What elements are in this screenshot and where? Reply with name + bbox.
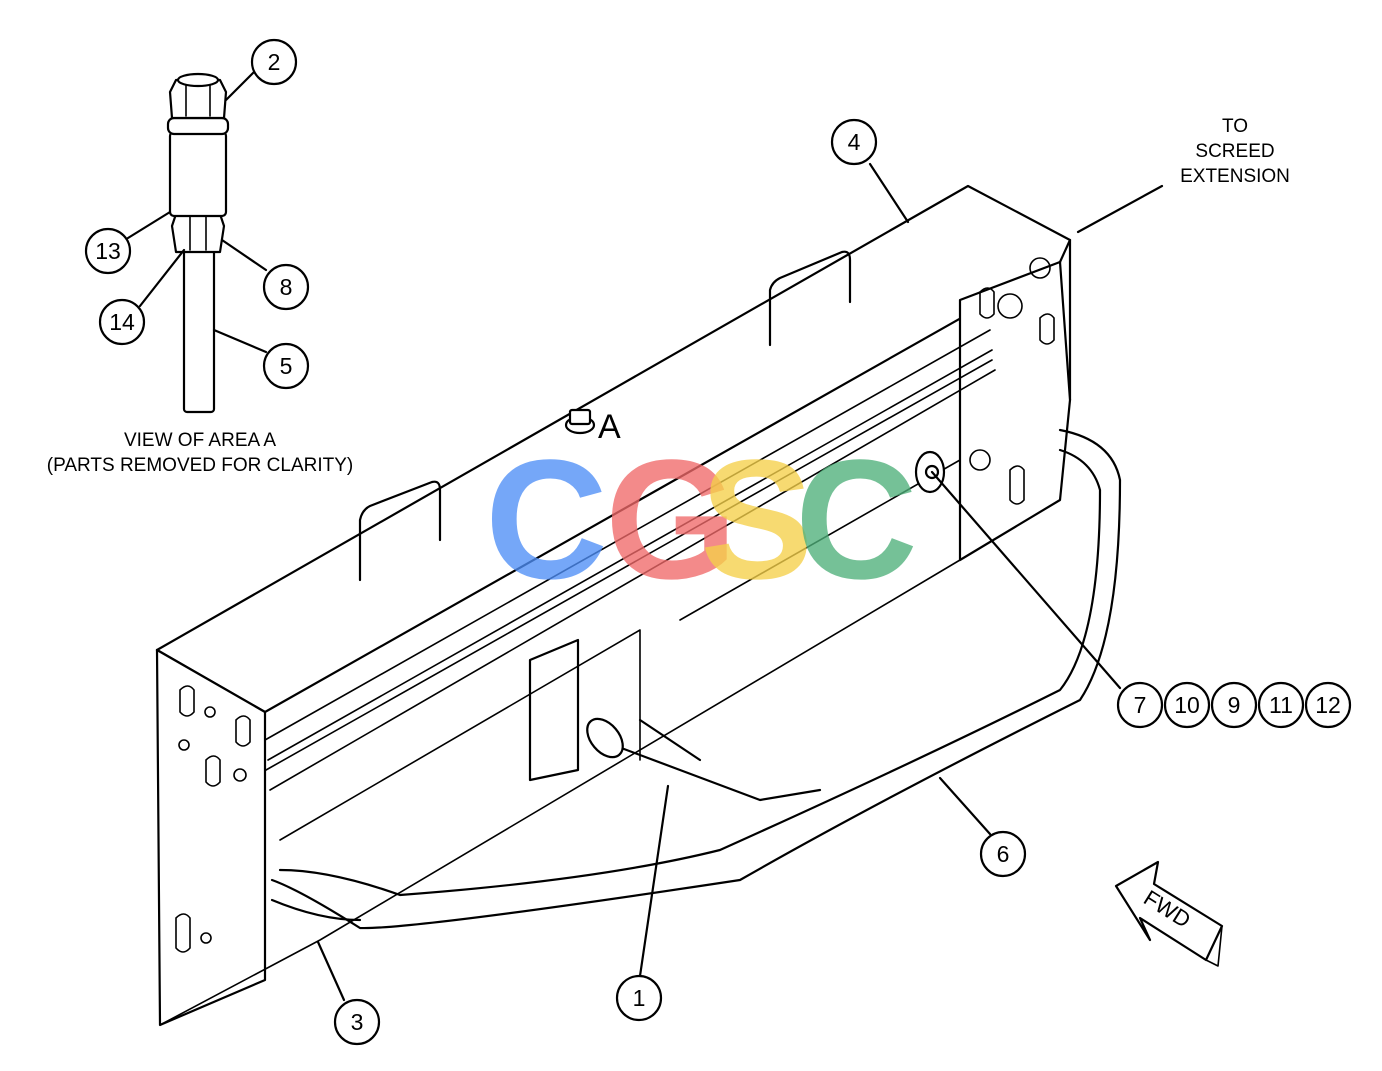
svg-text:14: 14	[109, 309, 135, 335]
svg-text:3: 3	[351, 1009, 364, 1035]
callout-14: 14	[98, 298, 146, 346]
watermark-letter-1: C	[485, 425, 608, 615]
svg-text:12: 12	[1315, 692, 1341, 718]
svg-text:13: 13	[95, 238, 121, 264]
fwd-arrow-icon: FWD	[1114, 860, 1224, 967]
callout-9: 9	[1210, 681, 1258, 729]
handle-right	[768, 250, 852, 347]
detail-caption-line1: VIEW OF AREA A	[124, 430, 276, 451]
svg-text:9: 9	[1228, 692, 1241, 718]
svg-text:5: 5	[280, 353, 293, 379]
callout-5: 5	[262, 342, 310, 390]
to-screed-extension-note: TO SCREED EXTENSION	[1180, 116, 1290, 187]
right-plate-hardware	[969, 257, 1055, 505]
beam-top-edge	[155, 184, 1072, 652]
svg-text:6: 6	[997, 841, 1010, 867]
tube-end-cap	[586, 717, 624, 759]
handle-left	[358, 480, 442, 582]
callout-11: 11	[1257, 681, 1305, 729]
callout-12: 12	[1304, 681, 1352, 729]
left-end-plate	[155, 648, 267, 1027]
svg-text:2: 2	[268, 49, 281, 75]
bolt-head	[168, 78, 228, 120]
center-post	[528, 638, 580, 782]
watermark-letter-3: S	[700, 425, 813, 615]
area-a-marker: A	[598, 408, 621, 446]
svg-text:EXTENSION: EXTENSION	[1180, 166, 1290, 187]
callout-1: 1	[615, 974, 663, 1022]
svg-text:11: 11	[1269, 692, 1293, 718]
svg-text:1: 1	[633, 985, 646, 1011]
svg-text:4: 4	[848, 129, 861, 155]
watermark-letter-2: G	[605, 425, 737, 615]
svg-text:TO: TO	[1222, 116, 1248, 137]
callout-6: 6	[979, 830, 1027, 878]
left-plate-holes	[175, 685, 251, 953]
right-end-plate	[958, 260, 1072, 562]
callout-13: 13	[84, 227, 132, 275]
callout-8: 8	[262, 263, 310, 311]
callout-4: 4	[830, 118, 878, 166]
callouts: 2 13 8 14 5 4 7 10 9 11 12 6 1 3	[84, 38, 1352, 1046]
leader-lines	[126, 70, 1164, 1002]
svg-text:SCREED: SCREED	[1195, 141, 1274, 162]
washer-part	[166, 116, 230, 136]
main-assembly	[155, 184, 1072, 1027]
detail-view-area-a: VIEW OF AREA A (PARTS REMOVED FOR CLARIT…	[47, 72, 354, 476]
callout-3: 3	[333, 998, 381, 1046]
detail-caption-line2: (PARTS REMOVED FOR CLARITY)	[47, 455, 354, 476]
watermark: C G S C	[485, 425, 918, 615]
watermark-letter-4: C	[795, 425, 918, 615]
callout-2: 2	[250, 38, 298, 86]
lower-nut	[170, 212, 226, 254]
callout-7: 7	[1116, 681, 1164, 729]
svg-text:8: 8	[280, 274, 293, 300]
svg-text:7: 7	[1134, 692, 1147, 718]
callout-10: 10	[1163, 681, 1211, 729]
sleeve-part	[168, 130, 228, 218]
svg-text:10: 10	[1174, 692, 1200, 718]
rod-part	[182, 248, 216, 414]
